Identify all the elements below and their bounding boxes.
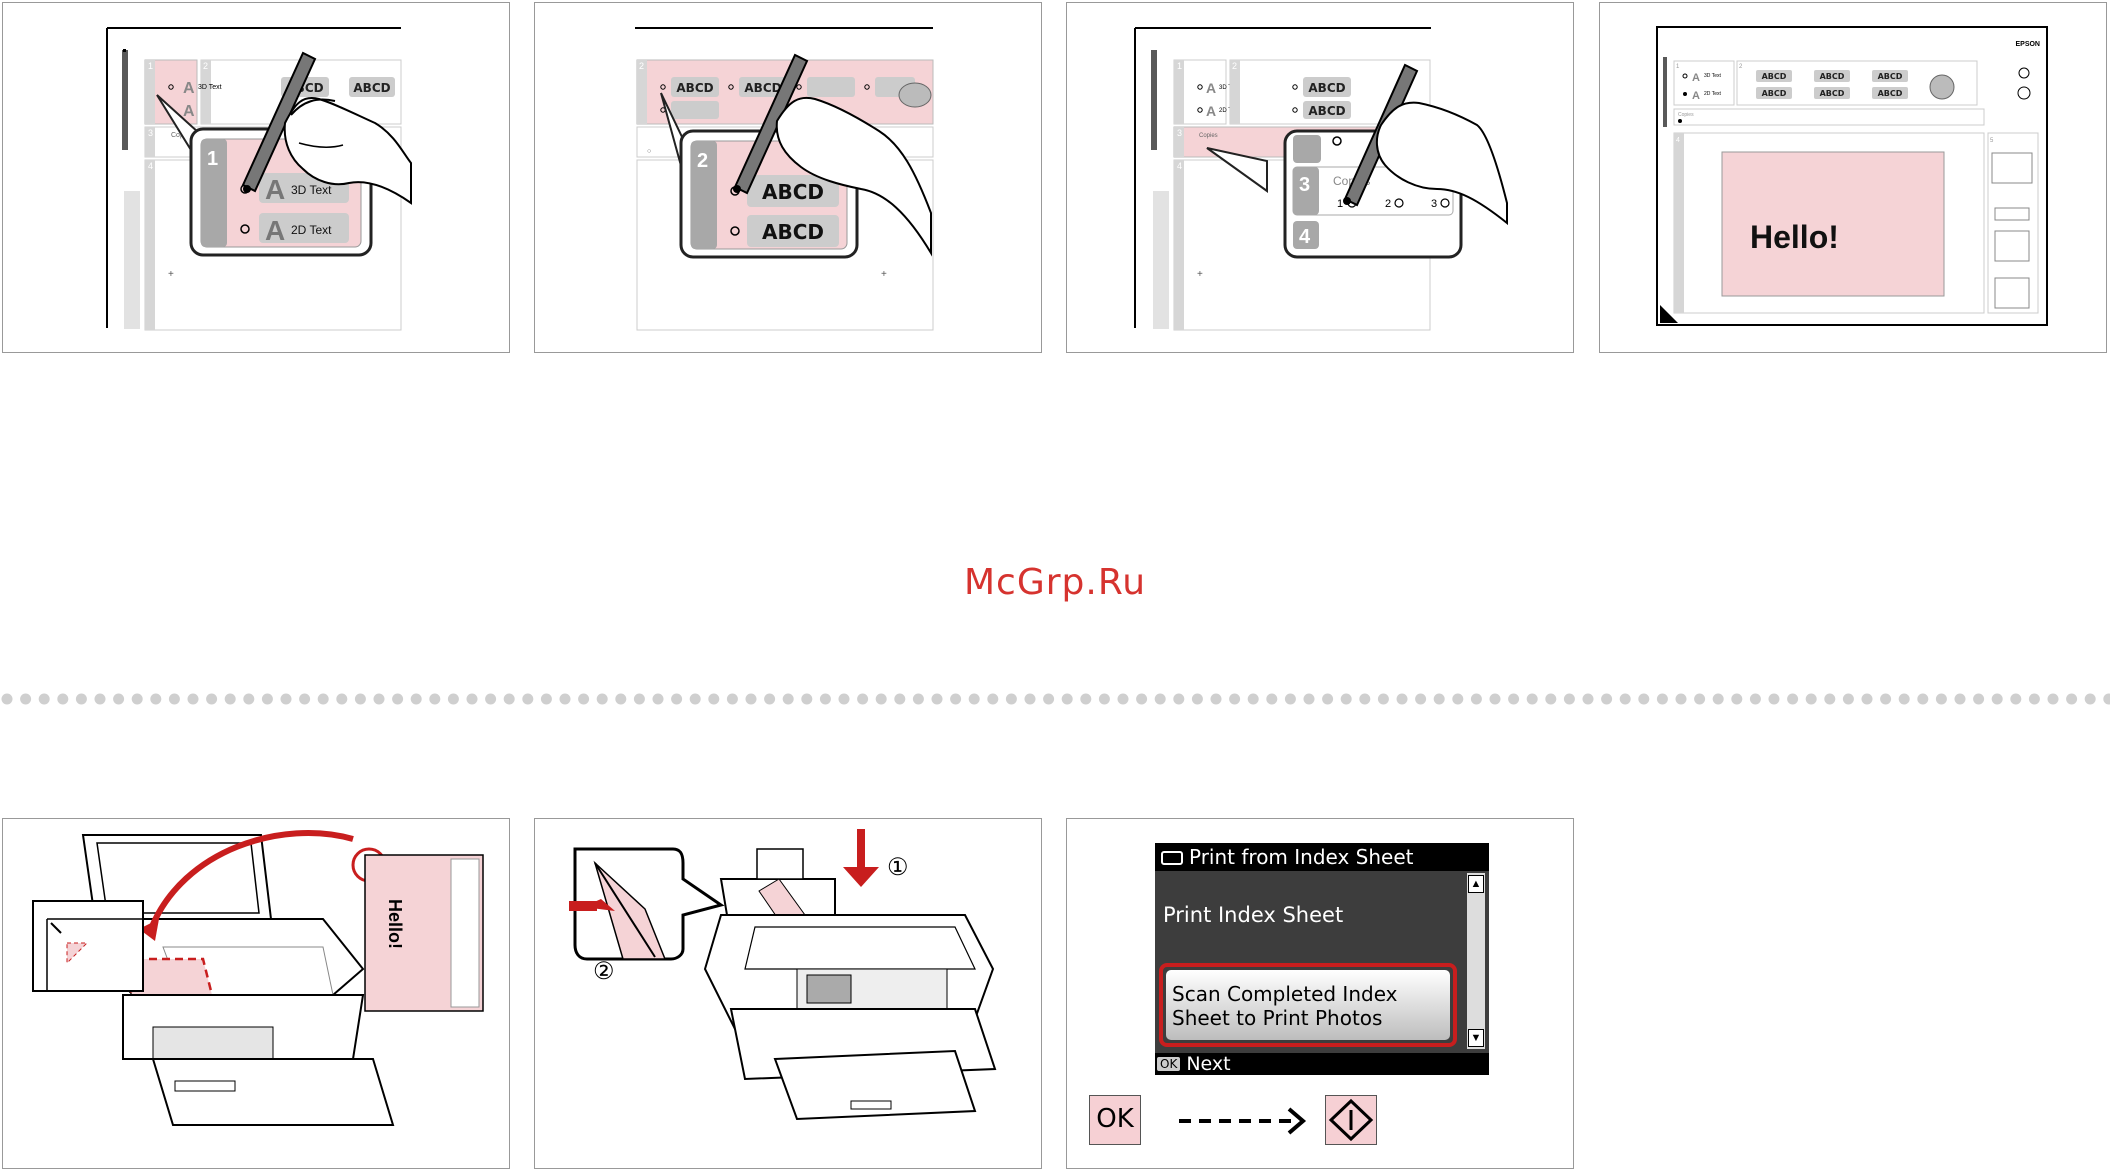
font-sample: ABCD xyxy=(353,81,390,95)
svg-text:○: ○ xyxy=(647,148,651,155)
font-sample: ABCD xyxy=(1878,72,1903,81)
font-sample: ABCD xyxy=(744,81,781,95)
section-number: 3 xyxy=(148,128,153,138)
step-panel-scan-menu: Print from Index Sheet Print Index Sheet… xyxy=(1066,818,1574,1169)
scroll-down-arrow-icon[interactable]: ▼ xyxy=(1468,1029,1484,1047)
sheet-section-number: 2 xyxy=(1739,64,1743,70)
hello-sheet-text: Hello! xyxy=(385,899,405,949)
option-label: 3D Text xyxy=(1219,85,1240,91)
section-number: 1 xyxy=(1177,61,1182,71)
option-2d-text: 2D Text xyxy=(291,223,332,237)
font-sample: ABCD xyxy=(1762,72,1787,81)
step-panel-select-font: 2 ABCD ABCD ○ + 2 ABCD ABC xyxy=(534,2,1042,353)
svg-text:A: A xyxy=(183,80,195,97)
font-sample: ABCD xyxy=(1820,72,1845,81)
pen-hand-icon xyxy=(733,53,932,257)
step-panel-select-copies: 1 A 3D Text A 2D Text 2 ABCD ABCD 3 Copi… xyxy=(1066,2,1574,353)
step-1-marker: ① xyxy=(887,854,909,881)
font-sample: ABCD xyxy=(1308,104,1345,118)
svg-text:+: + xyxy=(881,269,887,280)
sheet-section-number: 4 xyxy=(1676,137,1680,144)
ok-button[interactable]: OK xyxy=(1089,1095,1141,1145)
completed-index-sheet: EPSON 1 A 3D Text A 2D Text 2 ABCD ABCD … xyxy=(1656,26,2048,326)
font-option-b: ABCD xyxy=(762,220,824,244)
index-sheet-illustration: 1 2 3 Copies 4 + A 3D Text A ABCD ABCD 1… xyxy=(106,27,412,331)
start-button[interactable] xyxy=(1325,1095,1377,1145)
svg-text:A: A xyxy=(183,103,195,120)
lcd-scrollbar[interactable]: ▲ ▼ xyxy=(1467,873,1485,1049)
paper-loading-illustration: ② ① xyxy=(569,829,997,1121)
font-sample: ABCD xyxy=(676,81,713,95)
section-number: 2 xyxy=(203,61,208,71)
section-number: 4 xyxy=(1177,161,1182,171)
option-label: 3D Text xyxy=(198,84,222,91)
menu-item-scan-completed-index-sheet[interactable]: Scan Completed Index Sheet to Print Phot… xyxy=(1159,963,1457,1047)
section-number: 2 xyxy=(1232,61,1237,71)
section-number: 1 xyxy=(148,61,153,71)
callout-section-number: 1 xyxy=(207,148,218,170)
copies-option-3: 3 xyxy=(1431,198,1437,210)
copies-label: Copies xyxy=(1199,133,1218,139)
font-sample: ABCD xyxy=(1308,81,1345,95)
section-number: 4 xyxy=(148,161,153,171)
brand-logo: EPSON xyxy=(2015,41,2040,48)
copies-option-1: 1 xyxy=(1337,198,1343,210)
start-diamond-icon xyxy=(1328,1098,1374,1142)
font-option-a: ABCD xyxy=(762,180,824,204)
option-3d-text: 3D Text xyxy=(291,183,332,197)
section-number: 3 xyxy=(1177,128,1182,138)
copies-option-2: 2 xyxy=(1385,198,1391,210)
step-panel-draw-and-fill: EPSON 1 A 3D Text A 2D Text 2 ABCD ABCD … xyxy=(1599,2,2107,353)
callout-section-number: 3 xyxy=(1299,174,1310,196)
font-sample: ABCD xyxy=(1762,89,1787,98)
svg-text:A: A xyxy=(1692,72,1700,84)
option-label: 3D Text xyxy=(1704,73,1721,79)
step-panel-select-text-style: 1 2 3 Copies 4 + A 3D Text A ABCD ABCD 1… xyxy=(2,2,510,353)
font-sample: ABCD xyxy=(1878,89,1903,98)
menu-item-print-index-sheet[interactable]: Print Index Sheet xyxy=(1163,903,1344,927)
callout-section-number: 2 xyxy=(697,150,708,172)
next-label: Next xyxy=(1186,1053,1231,1075)
pen-hand-icon xyxy=(241,51,412,205)
svg-text:A: A xyxy=(1206,103,1216,119)
dotted-divider xyxy=(1,693,2110,705)
step-panel-place-on-scanner: Hello! xyxy=(2,818,510,1169)
svg-text:A: A xyxy=(1206,80,1216,96)
option-label: 2D Text xyxy=(1219,108,1240,114)
svg-text:A: A xyxy=(1692,90,1700,102)
scroll-up-arrow-icon[interactable]: ▲ xyxy=(1468,875,1484,893)
menu-item-label-line-2: Sheet to Print Photos xyxy=(1172,1006,1383,1030)
section-number: 2 xyxy=(639,61,644,71)
svg-text:A: A xyxy=(265,215,285,246)
camera-icon xyxy=(1161,851,1183,865)
lcd-title-bar: Print from Index Sheet xyxy=(1155,843,1489,871)
sheet-section-number: 1 xyxy=(1676,64,1680,70)
menu-item-label-line-1: Scan Completed Index xyxy=(1172,982,1398,1006)
step-panel-load-paper: ② ① xyxy=(534,818,1042,1169)
pen-hand-icon xyxy=(1343,63,1508,226)
option-label: 2D Text xyxy=(1704,91,1721,97)
ok-badge: OK xyxy=(1157,1057,1181,1071)
callout-section-number: 4 xyxy=(1299,226,1311,248)
svg-text:A: A xyxy=(265,174,285,205)
hello-drawing: Hello! xyxy=(1750,219,1839,255)
step-2-marker: ② xyxy=(593,958,615,985)
lcd-title: Print from Index Sheet xyxy=(1189,845,1414,869)
index-sheet-illustration: 2 ABCD ABCD ○ + 2 ABCD ABC xyxy=(635,27,934,331)
font-sample: ABCD xyxy=(1820,89,1845,98)
index-sheet-illustration: 1 A 3D Text A 2D Text 2 ABCD ABCD 3 Copi… xyxy=(1134,27,1508,331)
copies-label: Copies xyxy=(1678,112,1694,118)
scanner-illustration: Hello! xyxy=(32,830,484,1126)
svg-text:+: + xyxy=(168,269,174,280)
sheet-section-number: 5 xyxy=(1990,138,1994,144)
watermark-text: McGrp.Ru xyxy=(963,562,1147,603)
lcd-footer: OK Next xyxy=(1155,1053,1489,1075)
svg-text:+: + xyxy=(1197,269,1203,280)
lcd-screen: Print from Index Sheet Print Index Sheet… xyxy=(1155,843,1489,1075)
